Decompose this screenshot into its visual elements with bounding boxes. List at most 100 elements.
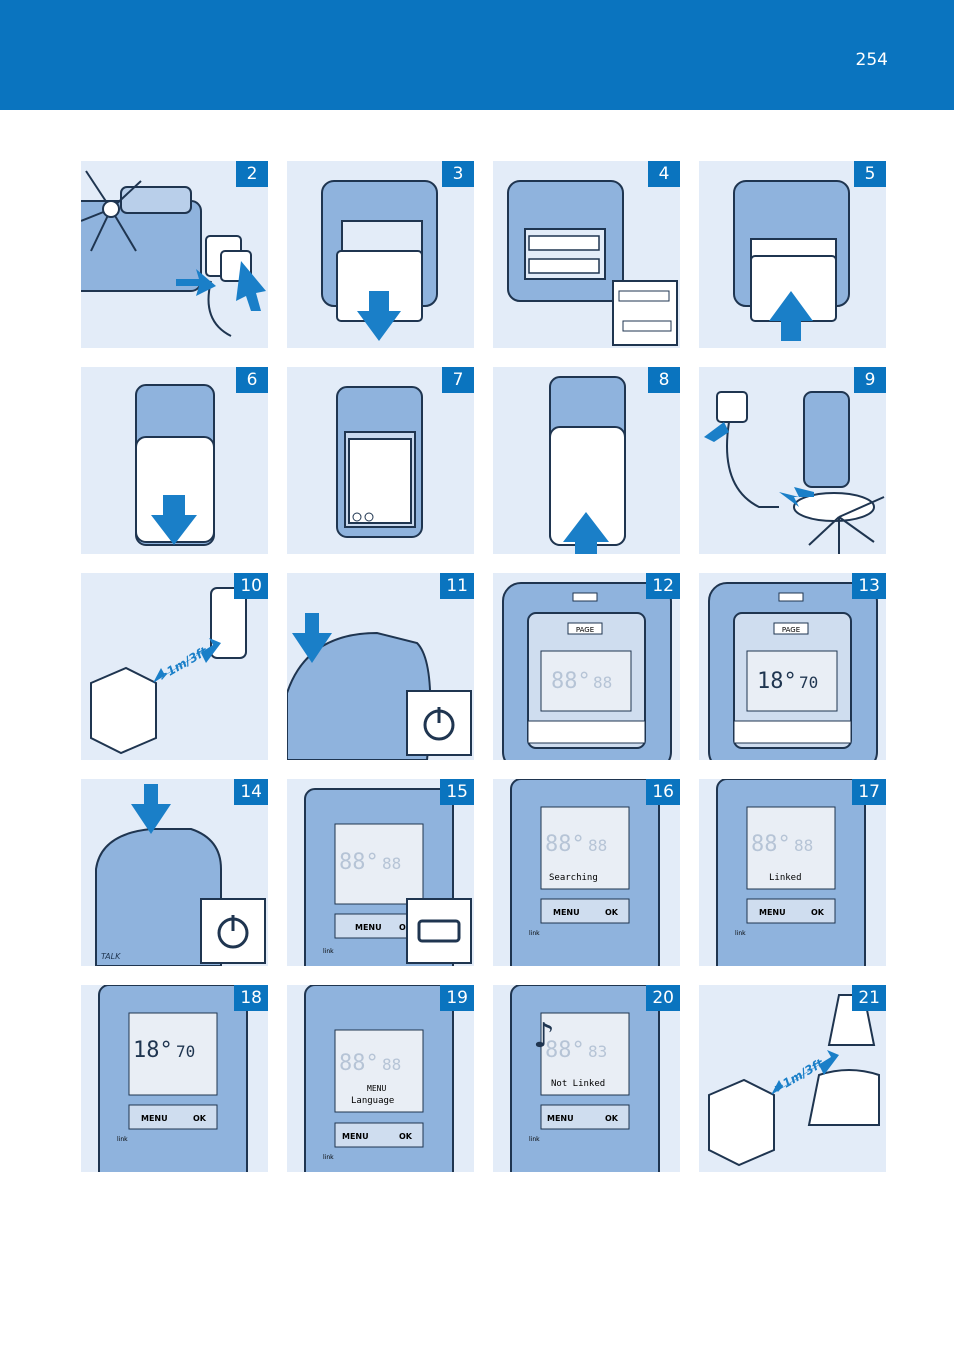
step-number: 19 — [440, 985, 474, 1011]
ok-button-label: OK — [399, 923, 413, 932]
lcd-humidity: 88 — [794, 836, 813, 855]
step-panel-3: 3 — [287, 161, 474, 348]
illustration-power-on-parent-unit: TALK — [95, 784, 266, 966]
lcd-humidity: 88 — [588, 836, 607, 855]
ok-button-label: OK — [605, 908, 619, 917]
step-panel-18: 18° 70 MENU OK link 18 — [81, 985, 268, 1172]
illustration-insert-batteries — [507, 180, 678, 346]
step-number: 15 — [440, 779, 474, 805]
lcd-temperature: 18° — [757, 669, 797, 694]
step-number: 11 — [440, 573, 474, 599]
step-number: 5 — [854, 161, 886, 187]
lcd-humidity: 70 — [176, 1042, 195, 1061]
illustration-range-distance: >1m/3ft — [90, 587, 247, 755]
illustration-parent-cover-on — [549, 376, 626, 554]
step-number: 12 — [646, 573, 680, 599]
header-bar: 254 — [0, 0, 954, 110]
step-panel-9: 9 — [699, 367, 886, 554]
step-number: 16 — [646, 779, 680, 805]
link-label: link — [323, 948, 334, 955]
illustration-menu-language: 88° 88 MENU Language MENU OK link — [304, 985, 454, 1172]
step-panel-21: >1m/3ft 21 — [699, 985, 886, 1172]
step-panel-5: 5 — [699, 161, 886, 348]
menu-button-label: MENU — [141, 1114, 168, 1123]
illustration-readings-shown: 18° 70 MENU OK link — [98, 985, 248, 1172]
link-label: link — [529, 930, 540, 937]
step-number: 21 — [852, 985, 886, 1011]
illustration-parent-charger — [704, 391, 885, 554]
lcd-status-text: Linked — [769, 873, 802, 883]
lcd-humidity: 88 — [382, 1055, 401, 1074]
step-panel-12: PAGE 88° 88 12 — [493, 573, 680, 760]
step-panel-11: 11 — [287, 573, 474, 760]
menu-button-label: MENU — [553, 908, 580, 917]
step-number: 2 — [236, 161, 268, 187]
lcd-humidity: 88 — [593, 673, 612, 692]
illustration-parent-unit-cover-off — [135, 384, 215, 546]
lcd-temperature: 18° — [133, 1038, 173, 1063]
step-panel-13: PAGE 18° 70 13 — [699, 573, 886, 760]
lcd-humidity: 88 — [382, 854, 401, 873]
step-number: 10 — [234, 573, 268, 599]
illustration-searching: 88° 88 Searching MENU OK link — [510, 779, 660, 966]
lcd-temperature: 88° — [551, 669, 591, 694]
step-panel-14: TALK 14 — [81, 779, 268, 966]
lcd-language-text: Language — [351, 1096, 394, 1106]
step-number: 3 — [442, 161, 474, 187]
distance-label: >1m/3ft — [156, 644, 211, 684]
lcd-temperature: 88° — [545, 1038, 585, 1063]
step-panel-2: 2 — [81, 161, 268, 348]
link-label: link — [529, 1136, 540, 1143]
lcd-temperature: 88° — [545, 832, 585, 857]
ok-button-label: OK — [399, 1132, 413, 1141]
step-number: 20 — [646, 985, 680, 1011]
step-panel-8: 8 — [493, 367, 680, 554]
lcd-temperature: 88° — [339, 1051, 379, 1076]
step-panel-19: 88° 88 MENU Language MENU OK link 19 — [287, 985, 474, 1172]
step-panel-15: 88° 88 MENU OK link 15 — [287, 779, 474, 966]
menu-button-label: MENU — [759, 908, 786, 917]
step-number: 6 — [236, 367, 268, 393]
page-number: 254 — [855, 50, 888, 70]
step-number: 7 — [442, 367, 474, 393]
illustration-plug-unit — [81, 170, 266, 337]
link-label: link — [735, 930, 746, 937]
illustration-linked: 88° 88 Linked MENU OK link — [716, 779, 866, 966]
illustration-baby-unit-readings: PAGE 18° 70 — [708, 582, 878, 760]
ok-button-label: OK — [605, 1114, 619, 1123]
menu-button-label: MENU — [342, 1132, 369, 1141]
menu-button-label: MENU — [547, 1114, 574, 1123]
illustration-not-linked-alarm: 88° 83 Not Linked ♪ MENU OK link — [510, 985, 660, 1172]
step-panel-10: >1m/3ft 10 — [81, 573, 268, 760]
menu-button-label: MENU — [355, 923, 382, 932]
illustration-parent-battery-pack — [336, 386, 423, 538]
lcd-status-text: Not Linked — [551, 1079, 605, 1089]
lcd-humidity: 83 — [588, 1042, 607, 1061]
page-button-label: PAGE — [782, 626, 800, 634]
ok-button-label: OK — [811, 908, 825, 917]
illustration-power-on-baby-unit — [287, 613, 472, 760]
step-panel-20: 88° 83 Not Linked ♪ MENU OK link 20 — [493, 985, 680, 1172]
illustration-baby-unit-display: PAGE 88° 88 — [502, 582, 672, 760]
lcd-temperature: 88° — [751, 832, 791, 857]
illustration-parent-battery-full: 88° 88 MENU OK link — [304, 788, 472, 966]
lcd-temperature: 88° — [339, 850, 379, 875]
music-note-icon: ♪ — [533, 1016, 555, 1056]
step-panel-7: 7 — [287, 367, 474, 554]
lcd-menu-text: MENU — [367, 1084, 386, 1093]
talk-label: TALK — [101, 952, 121, 961]
link-label: link — [117, 1136, 128, 1143]
step-number: 18 — [234, 985, 268, 1011]
page-button-label: PAGE — [576, 626, 594, 634]
step-number: 8 — [648, 367, 680, 393]
illustration-close-battery-cover — [733, 180, 850, 341]
illustration-crib-distance: >1m/3ft — [708, 994, 880, 1167]
step-number: 4 — [648, 161, 680, 187]
step-number: 17 — [852, 779, 886, 805]
step-number: 13 — [852, 573, 886, 599]
step-panel-16: 88° 88 Searching MENU OK link 16 — [493, 779, 680, 966]
ok-button-label: OK — [193, 1114, 207, 1123]
step-panel-4: 4 — [493, 161, 680, 348]
link-label: link — [323, 1154, 334, 1161]
step-panel-17: 88° 88 Linked MENU OK link 17 — [699, 779, 886, 966]
